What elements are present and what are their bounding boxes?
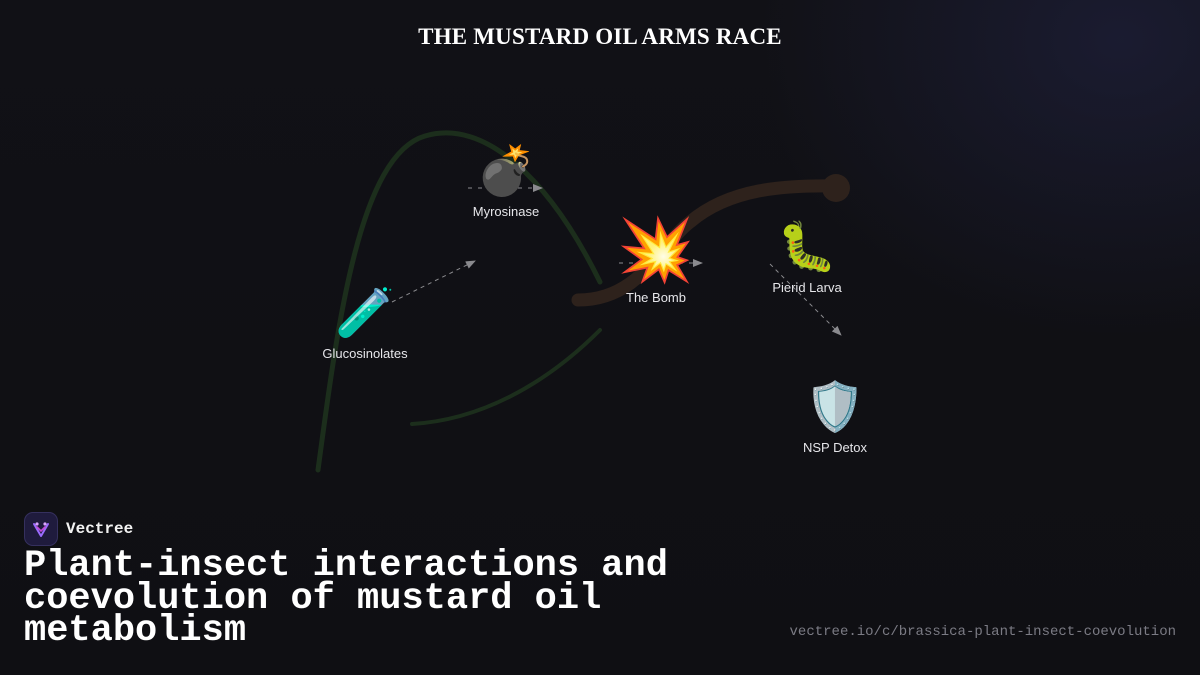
node-myrosinase: 💣 Myrosinase [473, 144, 539, 219]
edge-pierid-larva-nsp-detox [769, 263, 842, 336]
plant-stem-curve [315, 130, 603, 473]
node-label: Pierid Larva [772, 280, 842, 295]
brand-name: Vectree [66, 520, 134, 538]
node-the-bomb: 💥 The Bomb [617, 216, 694, 305]
bomb-icon: 💣 [476, 145, 536, 198]
node-glucosinolates: 🧪 Glucosinolates [322, 286, 407, 361]
source-url[interactable]: vectree.io/c/brassica-plant-insect-coevo… [789, 624, 1176, 640]
node-label: Glucosinolates [322, 346, 408, 361]
explosion-icon: 💥 [617, 217, 695, 285]
brand: Vectree [24, 512, 133, 546]
node-label: The Bomb [626, 290, 686, 305]
node-label: NSP Detox [802, 440, 868, 455]
caterpillar-icon: 🐛 [777, 221, 837, 274]
node-pierid-larva: 🐛 Pierid Larva [772, 220, 841, 295]
shield-icon: 🛡️ [805, 381, 865, 434]
node-label: Myrosinase [472, 204, 540, 219]
insect-path-endpoint [822, 174, 850, 202]
diagram-title: THE MUSTARD OIL ARMS RACE [418, 24, 782, 49]
test-tube-icon: 🧪 [335, 287, 395, 340]
headline: Plant-insect interactions and coevolutio… [24, 545, 668, 652]
node-nsp-detox: 🛡️ NSP Detox [803, 380, 867, 455]
plant-leaf-curve [410, 328, 602, 426]
vectree-logo-icon [24, 512, 58, 546]
insect-path-curve [571, 179, 845, 307]
